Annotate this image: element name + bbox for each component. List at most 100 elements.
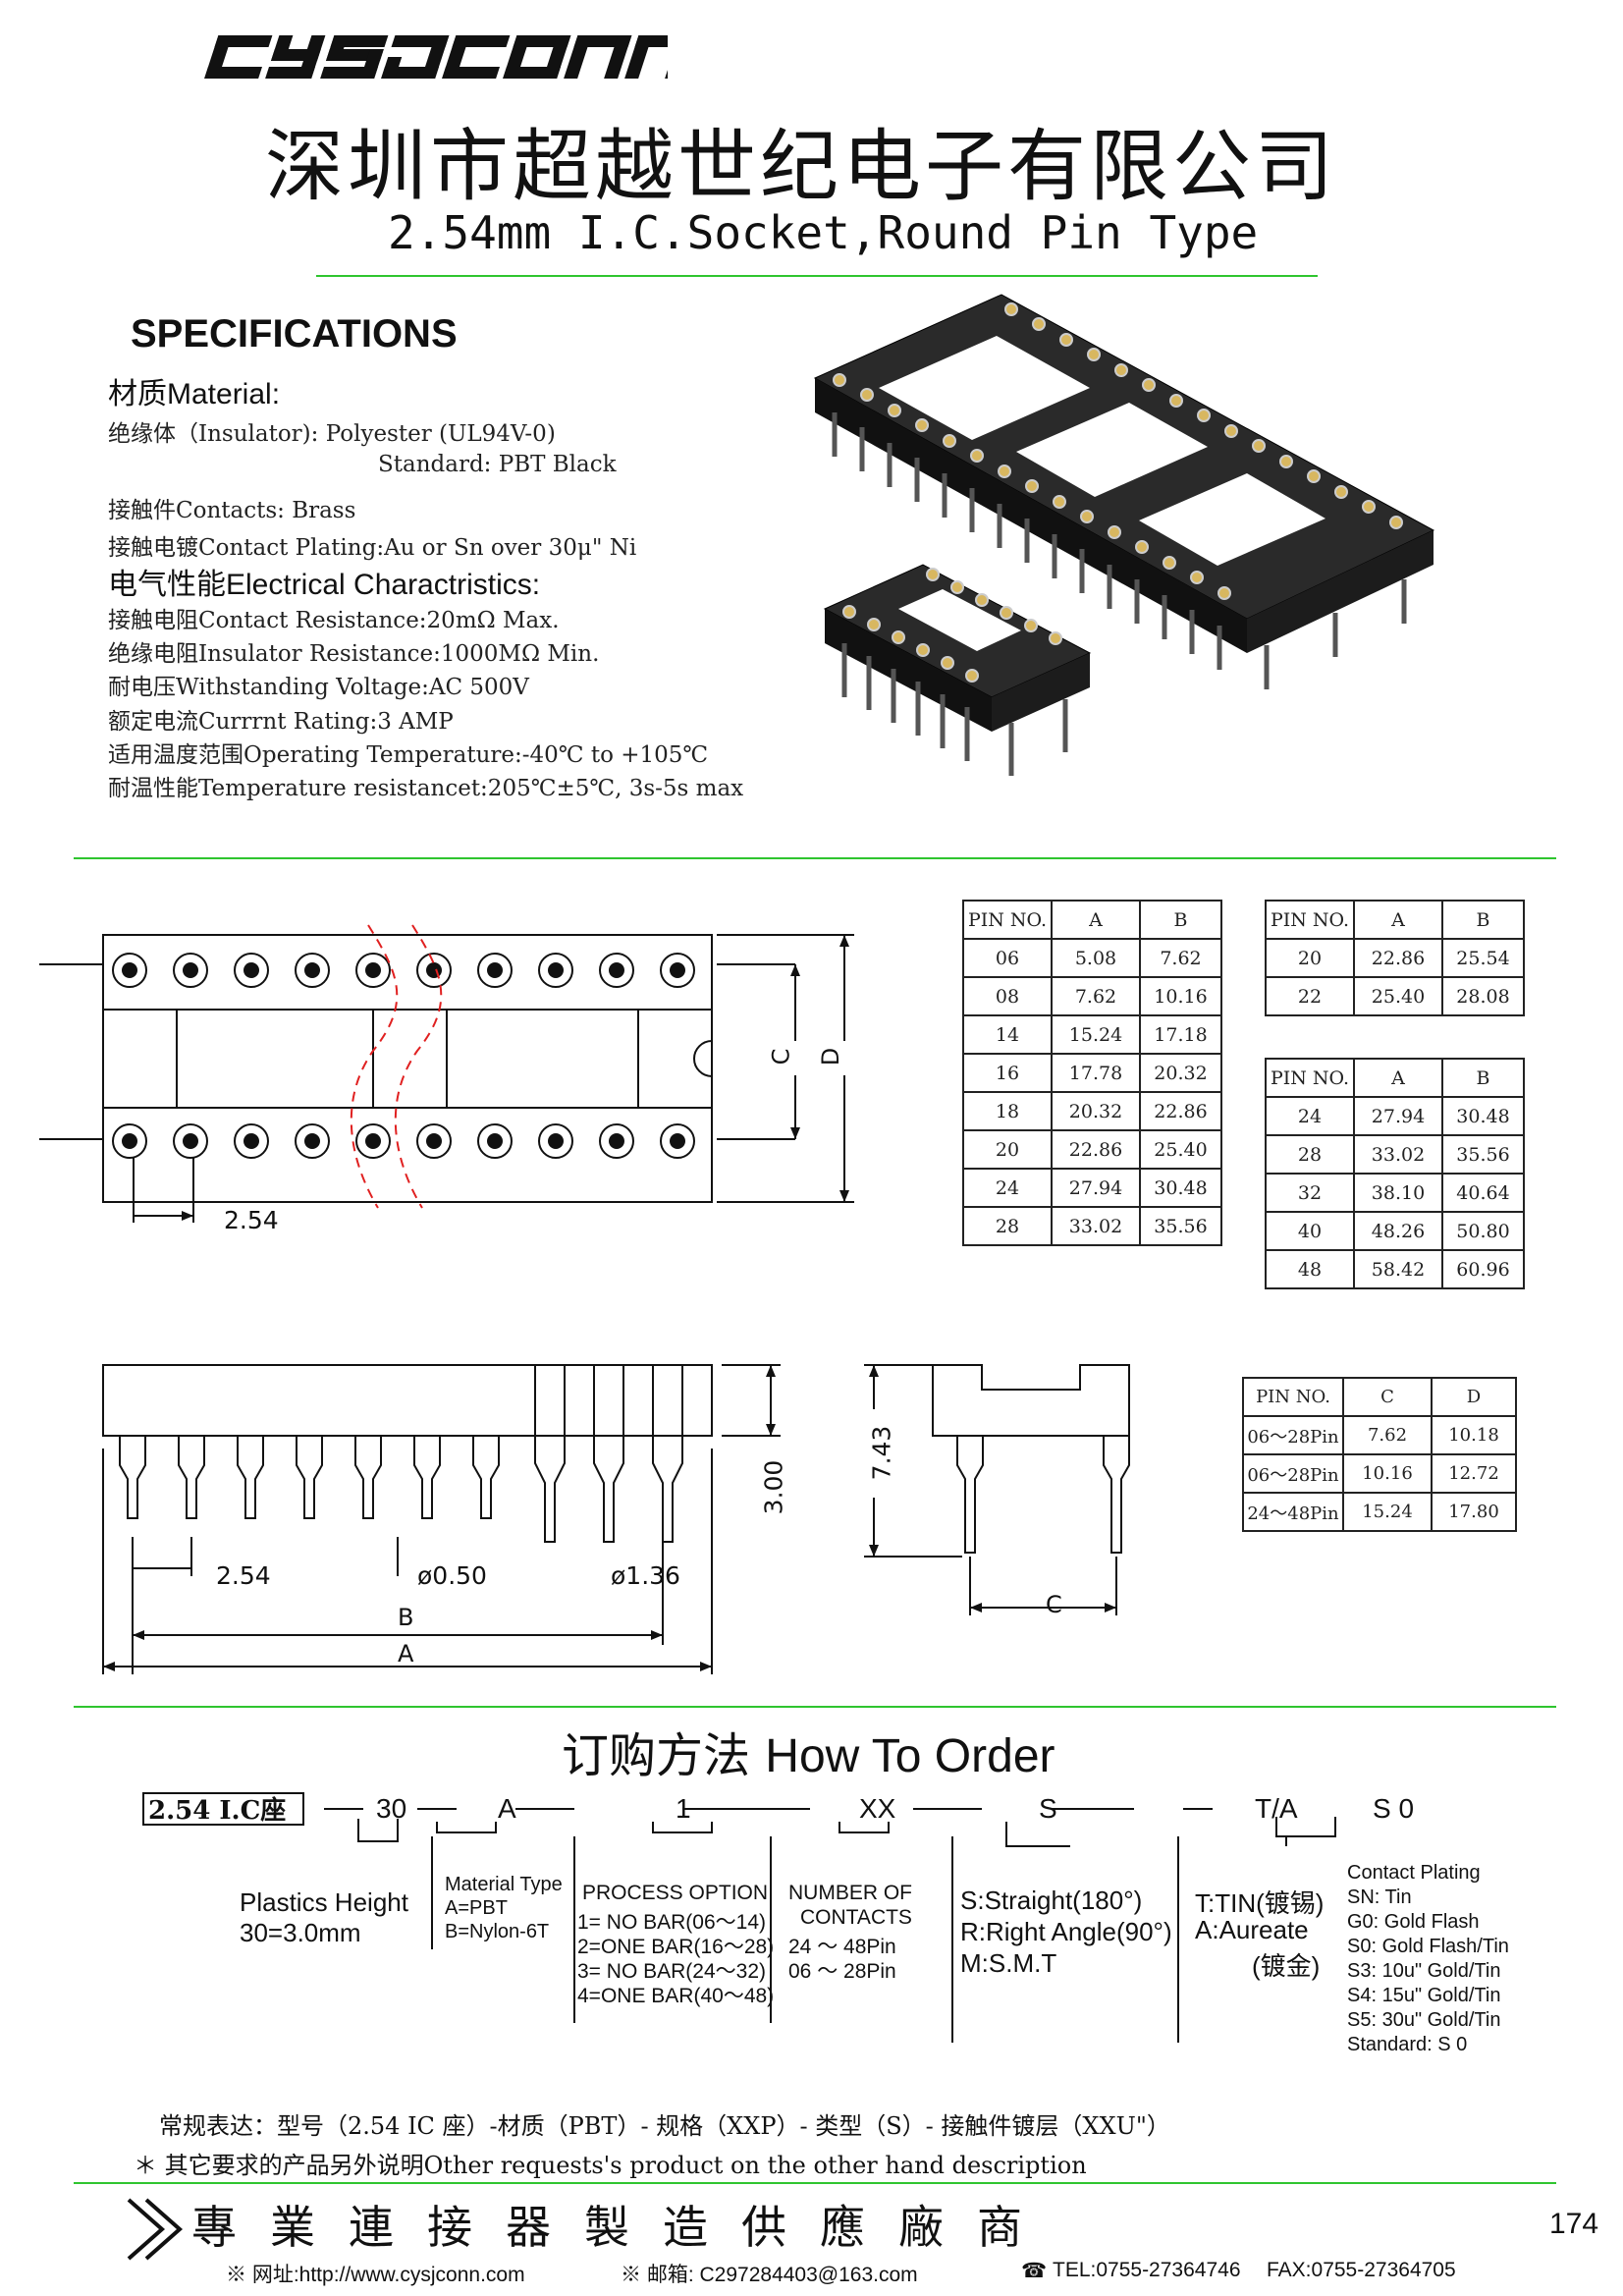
header-rule: [316, 275, 1318, 277]
footer-email[interactable]: ※ 邮箱: C297284403@163.com: [621, 2264, 918, 2286]
spec-standard: Standard: PBT Black: [378, 452, 617, 477]
th-pin: PIN NO.: [1265, 1058, 1355, 1098]
cell: 24: [962, 1168, 1053, 1208]
electrical-heading: 电气性能Electrical Charactristics:: [108, 569, 541, 601]
cell: 06: [962, 938, 1053, 978]
cell: 30.48: [1139, 1168, 1222, 1208]
table-header-row: PIN NO. C D: [1242, 1377, 1517, 1417]
regular-expression-note: 常规表达：型号（2.54 IC 座）-材质（PBT）- 规格（XXP）- 类型（…: [159, 2112, 1170, 2140]
process-4: 4=ONE BAR(40～48): [577, 1985, 775, 2007]
cell: 58.42: [1353, 1249, 1443, 1289]
process-2: 2=ONE BAR(16～28): [577, 1936, 775, 1958]
end-c-label: C: [1046, 1591, 1062, 1618]
footer-website[interactable]: ※ 网址:http://www.cysjconn.com: [226, 2264, 525, 2286]
cell: 48.26: [1353, 1211, 1443, 1251]
order-title-en: How To Order: [765, 1730, 1055, 1782]
th-pin: PIN NO.: [1265, 900, 1355, 940]
contacts-2: 06 ～ 28Pin: [788, 1960, 896, 1983]
spec-contacts: 接触件Contacts: Brass: [108, 498, 356, 523]
cell: 17.18: [1139, 1014, 1222, 1055]
cell: 20: [1265, 938, 1355, 978]
height-label: Plastics Height: [240, 1887, 408, 1917]
cell: 06～28Pin: [1242, 1415, 1344, 1455]
dim-d-label: D: [817, 1047, 845, 1066]
cp-label: Contact Plating: [1347, 1862, 1481, 1884]
spec-title: SPECIFICATIONS: [131, 312, 458, 355]
cell: 28: [1265, 1134, 1355, 1175]
cp-s0: S0: Gold Flash/Tin: [1347, 1936, 1509, 1957]
cell: 17.78: [1051, 1053, 1141, 1093]
cell: 60.96: [1441, 1249, 1525, 1289]
footer-rule: [74, 2182, 1556, 2184]
cp-s5: S5: 30u" Gold/Tin: [1347, 2009, 1501, 2031]
order-title-cn: 订购方法: [562, 1728, 751, 1783]
plating-cn: (镀金): [1252, 1951, 1321, 1981]
dim-b-label: B: [398, 1604, 414, 1631]
spec-contact-resistance: 接触电阻Contact Resistance:20mΩ Max.: [108, 608, 560, 633]
seg-contacts: XX: [859, 1793, 896, 1824]
cell: 28: [962, 1206, 1053, 1246]
cell: 7.62: [1051, 976, 1141, 1016]
th-d: D: [1431, 1377, 1517, 1417]
cell: 35.56: [1139, 1206, 1222, 1246]
material-b: B=Nylon-6T: [445, 1921, 550, 1942]
th-a: A: [1051, 900, 1141, 940]
cell: 12.72: [1431, 1453, 1517, 1494]
cell: 22: [1265, 976, 1355, 1016]
side-view-drawing: [102, 1364, 781, 1674]
cp-s4: S4: 15u" Gold/Tin: [1347, 1985, 1501, 2006]
th-c: C: [1342, 1377, 1433, 1417]
socket-product-image: [813, 294, 1435, 776]
other-requests-note: ＊ 其它要求的产品另外说明Other requests's product on…: [134, 2152, 1087, 2179]
seg-plating: T/A: [1255, 1793, 1298, 1824]
cell: 14: [962, 1014, 1053, 1055]
seg-contact-plating: S 0: [1373, 1793, 1415, 1824]
cell: 25.40: [1353, 976, 1443, 1016]
material-heading: 材质Material:: [108, 378, 281, 410]
seg-height: 30: [376, 1793, 407, 1824]
cp-sn: SN: Tin: [1347, 1886, 1412, 1908]
end-view-drawing: [864, 1364, 1130, 1615]
th-a: A: [1353, 1058, 1443, 1098]
type-m: M:S.M.T: [960, 1948, 1057, 1978]
cell: 27.94: [1051, 1168, 1141, 1208]
cell: 25.54: [1441, 938, 1525, 978]
height-743-label: 7.43: [867, 1425, 896, 1481]
footer-slogan: 專業連接器製造供應廠商: [191, 2201, 1055, 2254]
type-s: S:Straight(180°): [960, 1886, 1143, 1915]
spec-temp-resistance: 耐温性能Temperature resistancet:205℃±5℃, 3s-…: [108, 776, 744, 801]
cell: 30.48: [1441, 1096, 1525, 1136]
type-r: R:Right Angle(90°): [960, 1917, 1172, 1946]
section-rule-1: [74, 857, 1556, 859]
material-a: A=PBT: [445, 1897, 508, 1919]
cell: 10.16: [1342, 1453, 1433, 1494]
double-chevron-icon: [127, 2198, 184, 2261]
table-header-row: PIN NO. A B: [962, 900, 1222, 940]
spec-voltage: 耐电压Withstanding Voltage:AC 500V: [108, 675, 529, 700]
cell: 40.64: [1441, 1173, 1525, 1213]
cp-s3: S3: 10u" Gold/Tin: [1347, 1960, 1501, 1982]
process-1: 1= NO BAR(06～14): [577, 1911, 766, 1934]
contacts-label-1: NUMBER OF: [788, 1882, 912, 1904]
th-pin: PIN NO.: [1242, 1377, 1344, 1417]
spec-current: 额定电流Currrnt Rating:3 AMP: [108, 709, 454, 735]
process-3: 3= NO BAR(24～32): [577, 1960, 766, 1983]
cell: 20: [962, 1129, 1053, 1170]
cell: 50.80: [1441, 1211, 1525, 1251]
cell: 15.24: [1342, 1492, 1433, 1532]
cell: 24: [1265, 1096, 1355, 1136]
cell: 5.08: [1051, 938, 1141, 978]
pin-dia2-label: ø1.36: [611, 1561, 680, 1590]
